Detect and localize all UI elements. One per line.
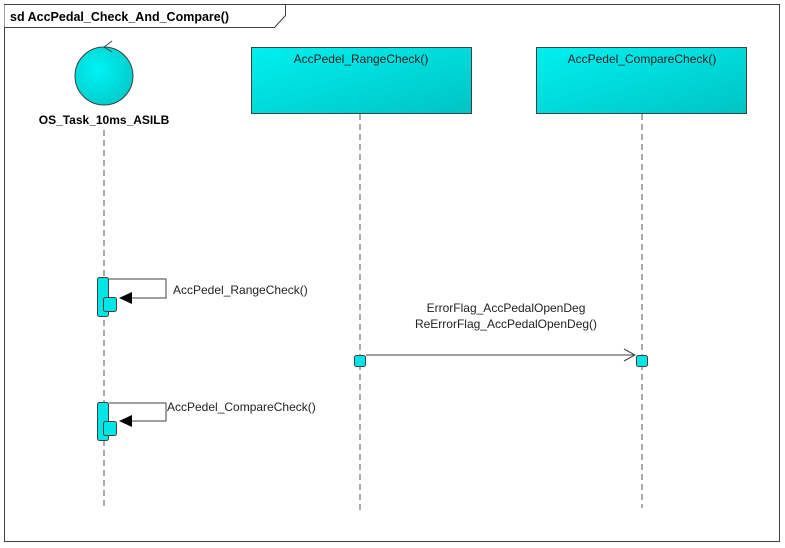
lifeline-range-check-box	[251, 47, 472, 114]
source-execution-spec	[354, 355, 366, 367]
self-call-range-check: AccPedel_RangeCheck()	[97, 277, 308, 317]
self-call-line	[109, 278, 167, 299]
self-call-range-check-label: AccPedel_RangeCheck()	[173, 283, 308, 297]
lifeline-compare-check: AccPedel_CompareCheck()	[536, 47, 747, 508]
lifeline-compare-check-box	[536, 47, 747, 114]
flag-message: ErrorFlag_AccPedalOpenDeg ReErrorFlag_Ac…	[354, 301, 648, 367]
self-call-line	[109, 402, 167, 422]
self-call-compare-check: AccPedel_CompareCheck()	[97, 400, 316, 441]
nested-activation-bar	[103, 421, 117, 436]
lifeline-compare-check-name: AccPedel_CompareCheck()	[568, 52, 717, 66]
self-call-compare-check-label: AccPedel_CompareCheck()	[167, 400, 316, 414]
control-icon	[74, 46, 134, 106]
lifeline-task-name: OS_Task_10ms_ASILB	[39, 113, 170, 127]
lifeline-range-check-name: AccPedel_RangeCheck()	[294, 52, 429, 66]
lifeline-task: OS_Task_10ms_ASILB	[39, 40, 170, 508]
target-execution-spec	[636, 355, 648, 367]
nested-activation-bar	[103, 297, 117, 312]
frame-title-tab: sd AccPedal_Check_And_Compare()	[4, 4, 286, 28]
arrowhead-icon	[119, 415, 132, 427]
lifeline-range-check: AccPedel_RangeCheck()	[251, 47, 472, 510]
frame-title: sd AccPedal_Check_And_Compare()	[10, 10, 229, 24]
open-arrowhead-icon	[623, 348, 637, 362]
flag-message-line-2: ReErrorFlag_AccPedalOpenDeg()	[415, 317, 597, 331]
control-arrow-icon	[103, 40, 113, 53]
arrowhead-icon	[119, 292, 132, 304]
flag-message-line-1: ErrorFlag_AccPedalOpenDeg	[427, 301, 586, 315]
